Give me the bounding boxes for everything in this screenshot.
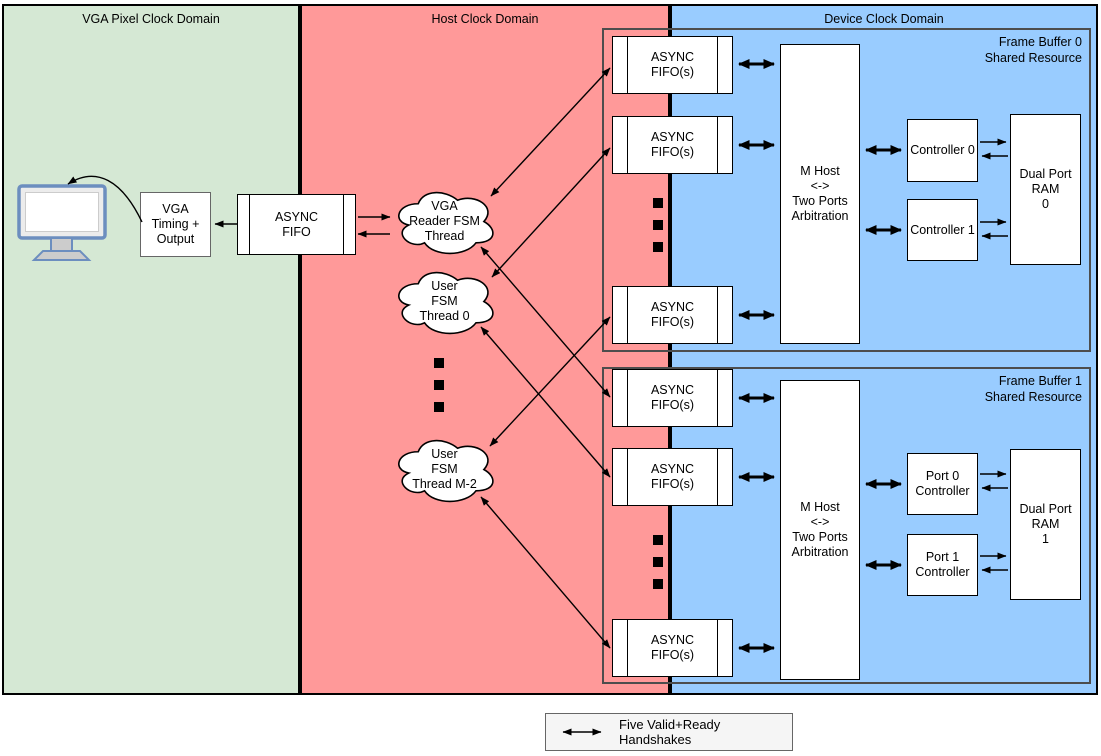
- cloud-user-fsm-thread-0: User FSM Thread 0: [392, 266, 497, 337]
- vertical-ellipsis-icon: [653, 198, 663, 252]
- legend-label: Five Valid+Ready Handshakes: [619, 717, 721, 747]
- fb1-arbiter-box: M Host <-> Two Ports Arbitration: [780, 380, 860, 680]
- fb0-async-fifo-2: ASYNC FIFO(s): [612, 286, 733, 344]
- fb0-dual-port-ram-box: Dual Port RAM 0: [1010, 114, 1081, 265]
- cloud-vga-reader-fsm-thread: VGA Reader FSM Thread: [392, 186, 497, 257]
- frame-buffer-0-title: Frame Buffer 0 Shared Resource: [984, 35, 1082, 65]
- legend: Five Valid+Ready Handshakes: [545, 713, 793, 751]
- fifo-label: ASYNC FIFO(s): [650, 50, 695, 79]
- cloud-label: User FSM Thread M-2: [412, 447, 477, 491]
- frame-buffer-0-container: Frame Buffer 0 Shared Resource: [602, 28, 1091, 352]
- fifo-label: ASYNC FIFO(s): [650, 633, 695, 662]
- fb0-controller-1-box: Controller 1: [907, 199, 978, 261]
- fb1-async-fifo-0: ASYNC FIFO(s): [612, 369, 733, 427]
- frame-buffer-1-title: Frame Buffer 1 Shared Resource: [984, 374, 1082, 404]
- cloud-label: User FSM Thread 0: [419, 279, 470, 323]
- monitor-icon: [14, 182, 110, 262]
- fb1-port-1-controller-box: Port 1 Controller: [907, 534, 978, 596]
- fb0-controller-0-box: Controller 0: [907, 119, 978, 182]
- vertical-ellipsis-icon: [653, 535, 663, 589]
- fb1-async-fifo-1: ASYNC FIFO(s): [612, 448, 733, 506]
- cloud-shape: [392, 266, 497, 337]
- fb0-async-fifo-1: ASYNC FIFO(s): [612, 116, 733, 174]
- fifo-label: ASYNC FIFO(s): [650, 130, 695, 159]
- handshake-arrow-icon: [562, 728, 602, 736]
- cloud-shape: [392, 434, 497, 505]
- cloud-user-fsm-thread-m2: User FSM Thread M-2: [392, 434, 497, 505]
- fb1-port-0-controller-box: Port 0 Controller: [907, 453, 978, 515]
- fifo-rail: [343, 195, 344, 254]
- vga-timing-output-box: VGA Timing + Output: [140, 192, 211, 257]
- fb0-arbiter-box: M Host <-> Two Ports Arbitration: [780, 44, 860, 344]
- fb1-dual-port-ram-box: Dual Port RAM 1: [1010, 449, 1081, 600]
- fb1-async-fifo-2: ASYNC FIFO(s): [612, 619, 733, 677]
- host-domain-title: Host Clock Domain: [431, 12, 539, 26]
- fifo-label: ASYNC FIFO(s): [650, 462, 695, 491]
- vertical-ellipsis-icon: [434, 358, 444, 412]
- host-async-fifo-box: ASYNC FIFO: [237, 194, 356, 255]
- cloud-shape: [392, 186, 497, 257]
- fifo-label: ASYNC FIFO(s): [650, 383, 695, 412]
- fifo-label: ASYNC FIFO(s): [650, 300, 695, 329]
- fb0-async-fifo-0: ASYNC FIFO(s): [612, 36, 733, 94]
- cloud-label: VGA Reader FSM Thread: [409, 199, 480, 243]
- host-async-fifo-label: ASYNC FIFO: [274, 209, 319, 239]
- vga-pixel-clock-domain: VGA Pixel Clock Domain: [2, 4, 300, 695]
- device-domain-title: Device Clock Domain: [824, 12, 944, 26]
- vga-domain-title: VGA Pixel Clock Domain: [82, 12, 220, 26]
- fifo-rail: [249, 195, 250, 254]
